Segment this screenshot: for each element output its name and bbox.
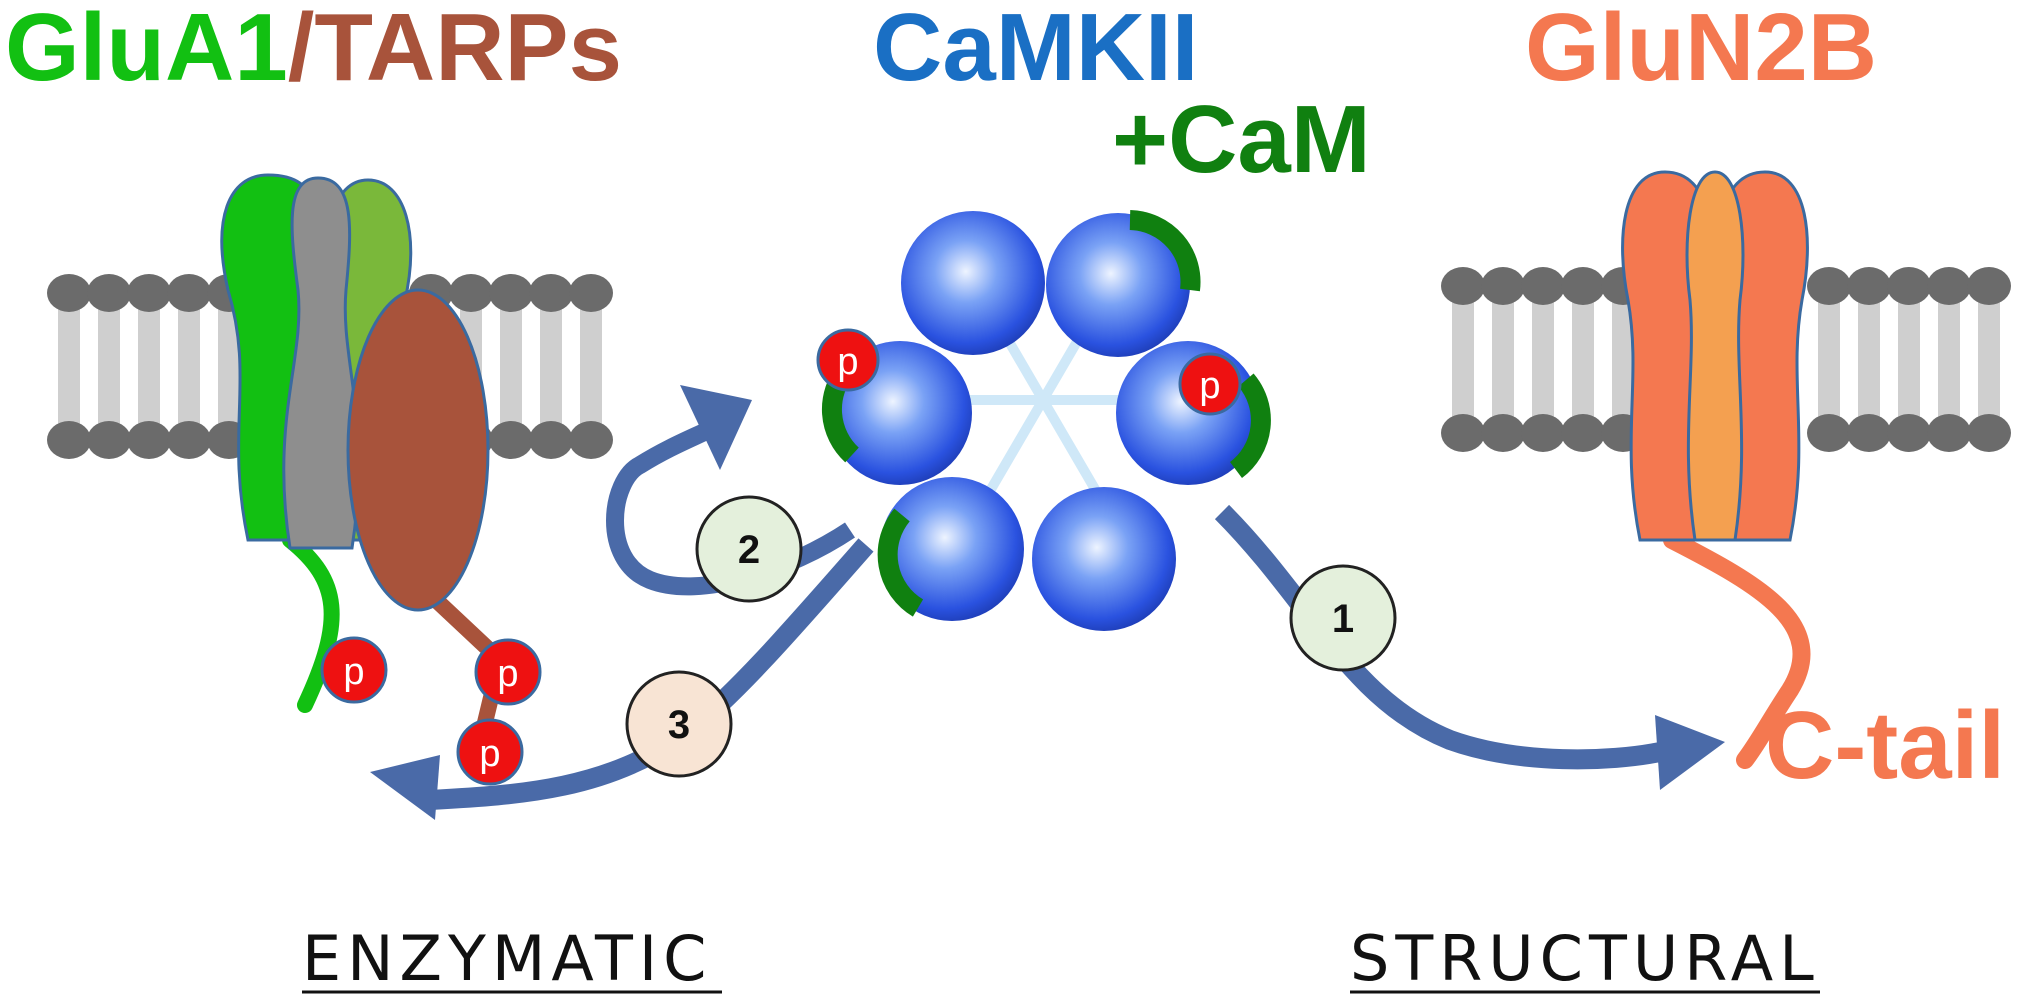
phospho-site: p — [816, 328, 880, 392]
step-2-number: 2 — [738, 528, 760, 572]
structural-label-group: STRUCTURAL — [1350, 922, 1820, 995]
camkii-subunit — [901, 211, 1045, 355]
phospho-label: p — [837, 341, 858, 383]
phospho-site: p — [320, 636, 388, 704]
step-2-badge: 2 — [695, 495, 803, 603]
arrow-step-1 — [1214, 504, 1662, 770]
glun2b-title: GluN2B — [1525, 0, 1877, 101]
glun2b-subunit-center — [1685, 170, 1745, 542]
step-3-number: 3 — [668, 703, 690, 747]
phospho-label: p — [1199, 365, 1220, 407]
glun2b-receptor — [1621, 170, 1811, 769]
tarp-body — [346, 288, 490, 612]
phospho-label: p — [479, 733, 500, 775]
glua1-title: GluA1/TARPs — [5, 0, 622, 101]
camkii-holoenzyme: p p — [816, 210, 1271, 631]
enzymatic-label: ENZYMATIC — [302, 922, 712, 995]
phospho-label: p — [343, 651, 364, 693]
glua1-c-tail — [282, 532, 340, 713]
c-tail-label: C-tail — [1765, 692, 2005, 799]
phospho-label: p — [497, 653, 518, 695]
cam-label: +CaM — [1112, 86, 1371, 193]
cam-bound-arc — [1129, 210, 1201, 292]
cam-bound-arc — [877, 508, 924, 617]
enzymatic-label-group: ENZYMATIC — [302, 922, 722, 995]
camkii-subunit — [1032, 487, 1176, 631]
glua1-title-text: GluA1 — [5, 0, 288, 101]
right-membrane-tails — [1452, 290, 2000, 430]
glua1-subunit-gray — [282, 176, 361, 550]
right-membrane — [1441, 267, 2011, 452]
structural-label: STRUCTURAL — [1350, 922, 1820, 995]
phospho-site: p — [474, 638, 542, 706]
camkii-subunit — [1046, 213, 1190, 357]
camkii-title: CaMKII — [873, 0, 1198, 101]
step-3-badge: 3 — [625, 670, 733, 778]
right-membrane-heads — [1441, 267, 2011, 452]
arrow-head-step-2 — [680, 385, 752, 470]
glun2b-c-tail — [1663, 531, 1811, 769]
arrow-head-step-1 — [1655, 715, 1725, 790]
camkii-subunit — [880, 477, 1024, 621]
tarps-title-text: /TARPs — [288, 0, 622, 101]
step-1-number: 1 — [1332, 597, 1354, 641]
arrow-head-step-3 — [370, 755, 440, 820]
phospho-site: p — [456, 718, 524, 786]
cam-bound-arc — [1229, 373, 1271, 479]
step-1-badge: 1 — [1289, 564, 1397, 672]
phospho-site: p — [1178, 352, 1242, 416]
